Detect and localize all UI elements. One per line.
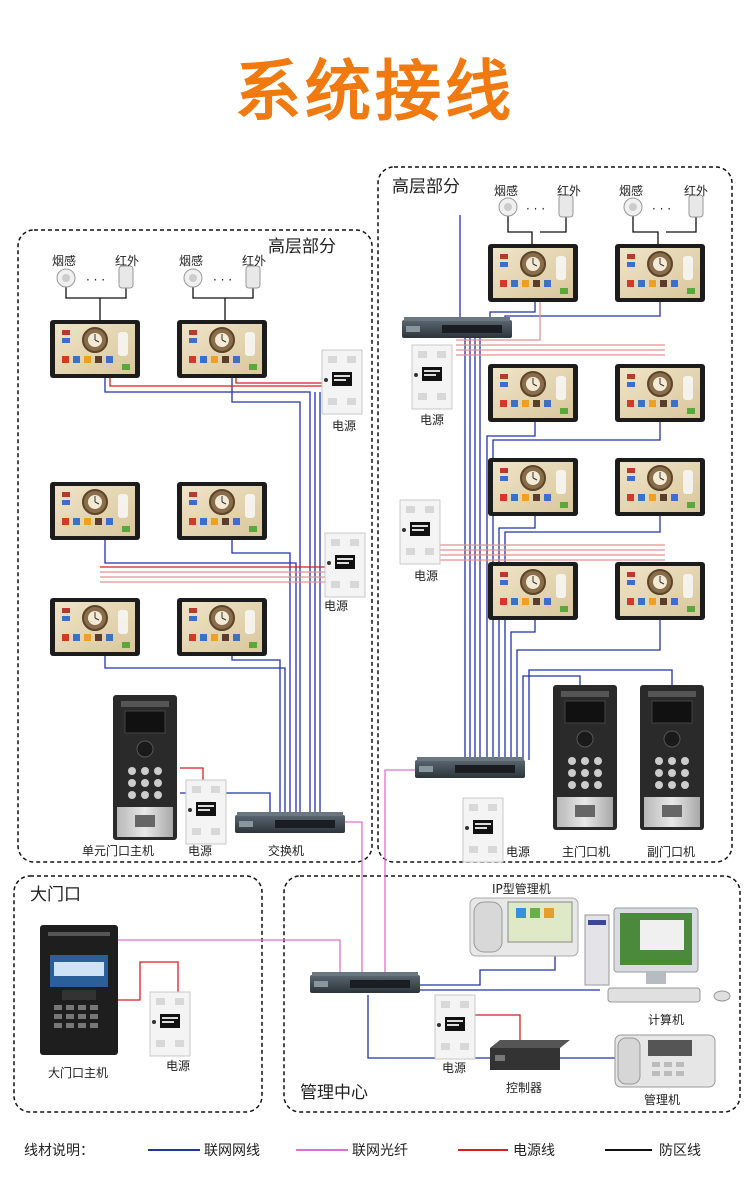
switch-mgmt [310, 972, 420, 993]
management-center-title: 管理中心 [300, 1083, 368, 1103]
legend: 线材说明： 联网网线 联网光纤 电源线 防区线 [24, 1143, 701, 1159]
main-gate-frame [13, 875, 263, 1113]
power-label-r3: 电源 [506, 845, 530, 859]
monitor-r2 [614, 243, 706, 303]
right-sensors [498, 194, 704, 218]
power-label-r2: 电源 [414, 569, 438, 583]
secondary-door-unit-label: 副门口机 [647, 844, 695, 859]
monitor-l4 [176, 481, 268, 541]
smoke-label-2: 烟感 [179, 253, 203, 268]
main-gate-title: 大门口 [30, 885, 81, 905]
main-door-unit [552, 684, 618, 831]
legend-label-fiber: 联网光纤 [352, 1143, 408, 1159]
management-unit-label: 管理机 [644, 1092, 680, 1107]
power-label-r1: 电源 [420, 413, 444, 427]
power-box-l2 [324, 532, 366, 598]
controller-label: 控制器 [506, 1081, 542, 1095]
infrared-label-3: 红外 [557, 183, 581, 198]
monitor-r5 [487, 457, 579, 517]
ellipsis-3: · · · [526, 202, 545, 216]
controller [490, 1040, 570, 1070]
power-label-gate: 电源 [166, 1059, 190, 1073]
monitor-r3 [487, 363, 579, 423]
legend-label-zone: 防区线 [659, 1143, 701, 1159]
monitor-r7 [487, 561, 579, 621]
smoke-label-1: 烟感 [52, 253, 76, 268]
right-section-title: 高层部分 [392, 177, 460, 197]
monitor-r4 [614, 363, 706, 423]
unit-door-host-label: 单元门口主机 [82, 843, 154, 858]
power-box-r1 [411, 344, 453, 410]
computer [584, 907, 731, 1003]
smoke-label-4: 烟感 [619, 183, 643, 198]
left-high-rise-frame [17, 229, 373, 863]
monitor-r6 [614, 457, 706, 517]
power-label-l1: 电源 [332, 419, 356, 433]
monitor-l1 [49, 319, 141, 379]
monitor-r8 [614, 561, 706, 621]
power-box-r3 [462, 797, 504, 863]
gate-host [40, 925, 118, 1055]
monitor-l3 [49, 481, 141, 541]
switch-left [235, 812, 345, 833]
infrared-label-1: 红外 [115, 253, 139, 268]
power-box-gate [149, 991, 191, 1057]
power-label-l2: 电源 [324, 599, 348, 613]
ellipsis-4: · · · [652, 202, 671, 216]
smoke-label-3: 烟感 [494, 183, 518, 198]
ellipsis-1: · · · [86, 273, 105, 287]
legend-title: 线材说明： [24, 1143, 94, 1159]
legend-label-power: 电源线 [513, 1143, 555, 1159]
switch-label: 交换机 [268, 843, 304, 858]
power-label-l3: 电源 [188, 844, 212, 858]
monitor-l6 [176, 597, 268, 657]
infrared-label-4: 红外 [684, 183, 708, 198]
gate-host-label: 大门口主机 [48, 1065, 108, 1080]
power-box-r2 [399, 499, 441, 565]
monitor-l5 [49, 597, 141, 657]
switch-right-top [402, 317, 512, 338]
power-box-mgmt [434, 994, 476, 1060]
left-sensors [56, 265, 261, 289]
unit-door-host [112, 694, 178, 841]
left-section-title: 高层部分 [268, 237, 336, 257]
switch-right-bottom [415, 757, 525, 778]
computer-label: 计算机 [648, 1012, 684, 1027]
power-box-l3 [185, 779, 227, 845]
power-label-mgmt: 电源 [442, 1061, 466, 1075]
infrared-label-2: 红外 [242, 253, 266, 268]
monitor-r1 [487, 243, 579, 303]
management-unit [614, 1034, 716, 1088]
power-box-l1 [321, 349, 363, 415]
right-high-rise-frame [377, 166, 733, 863]
management-center-frame [283, 875, 741, 1113]
secondary-door-unit [639, 684, 705, 831]
main-door-unit-label: 主门口机 [562, 844, 610, 859]
ip-manager-label: IP型管理机 [492, 881, 551, 896]
legend-label-network: 联网网线 [204, 1143, 260, 1159]
ellipsis-2: · · · [213, 273, 232, 287]
page-title: 系统接线 [235, 53, 515, 130]
ip-manager [469, 897, 579, 957]
monitor-l2 [176, 319, 268, 379]
